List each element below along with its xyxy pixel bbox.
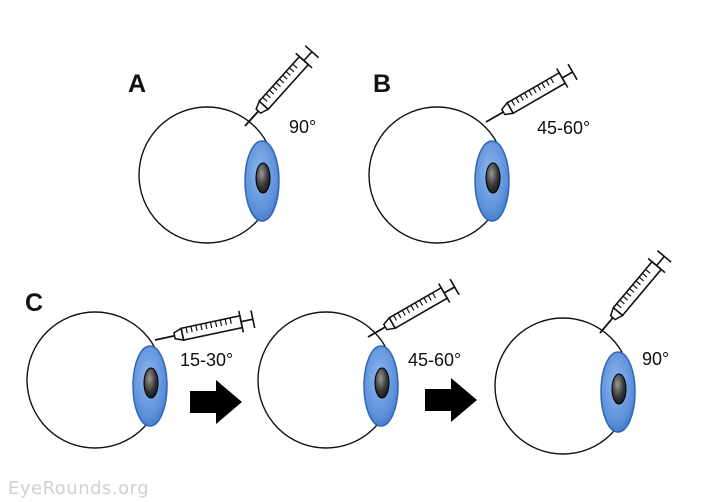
panel-label-c: C [25,289,43,317]
panel-c-step-3: 90° [494,248,674,455]
arrow-right-icon [425,378,477,422]
panel-a: A 90° [128,43,321,244]
angle-label-c1: 15-30° [180,350,233,370]
syringe-icon [590,248,674,341]
angle-label-b: 45-60° [537,118,590,138]
eye-icon [494,317,636,455]
panel-b: B 45-60° [368,61,590,244]
angle-label-c3: 90° [642,349,669,369]
arrow-right-icon [190,380,242,424]
eye-icon [138,106,280,244]
angle-label-a: 90° [289,117,316,137]
syringe-icon [151,307,257,352]
angle-label-c2: 45-60° [408,350,461,370]
panel-c: C 15-30° 45-60° 90° [25,248,674,455]
panel-c-step-2: 45-60° [257,276,461,449]
eye-icon [26,311,168,449]
panel-c-step-1: 15-30° [26,307,257,449]
panel-label-b: B [373,70,391,98]
watermark: EyeRounds.org [8,478,149,499]
eye-icon [368,106,510,244]
panel-label-a: A [128,70,146,98]
